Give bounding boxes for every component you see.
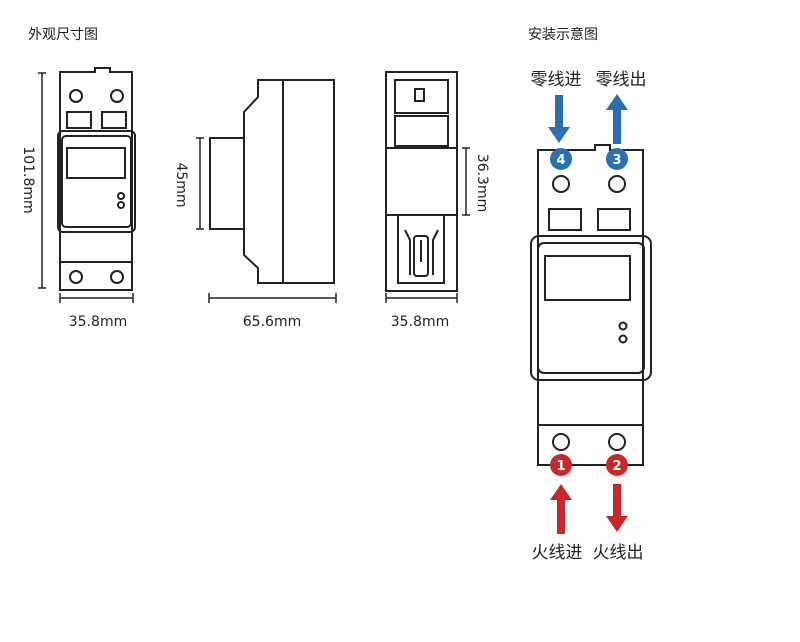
side-depth-dimension (208, 293, 337, 303)
side-height-dimension (196, 137, 204, 230)
back-height-dimension (462, 147, 470, 216)
side-height-label: 45mm (173, 162, 189, 207)
front-width-label: 35.8mm (69, 314, 127, 330)
neutral-out-arrow (606, 94, 628, 144)
neutral-in-label: 零线进 (531, 70, 582, 90)
front-height-label: 101.8mm (20, 146, 36, 213)
neutral-out-label: 零线出 (596, 70, 647, 90)
back-view (385, 71, 458, 292)
back-width-dimension (385, 293, 458, 303)
terminal-1-badge: 1 (550, 454, 572, 476)
live-in-arrow (550, 484, 572, 534)
svg-text:3: 3 (612, 153, 621, 168)
svg-text:1: 1 (556, 459, 565, 474)
live-in-label: 火线进 (532, 543, 583, 563)
dimensions-title: 外观尺寸图 (28, 27, 98, 43)
terminal-2-badge: 2 (606, 454, 628, 476)
live-out-arrow (606, 484, 628, 532)
live-out-label: 火线出 (593, 543, 644, 563)
front-view (57, 67, 136, 291)
svg-text:2: 2 (612, 459, 621, 474)
install-meter (530, 144, 652, 466)
terminal-4-badge: 4 (550, 148, 572, 170)
back-width-label: 35.8mm (391, 314, 449, 330)
front-width-dimension (59, 293, 134, 303)
side-view (209, 79, 335, 284)
terminal-3-badge: 3 (606, 148, 628, 170)
neutral-in-arrow (548, 95, 570, 143)
back-height-label: 36.3mm (474, 154, 490, 212)
front-height-dimension (38, 72, 46, 289)
install-title: 安装示意图 (528, 27, 598, 43)
side-depth-label: 65.6mm (243, 314, 301, 330)
svg-text:4: 4 (556, 153, 565, 168)
